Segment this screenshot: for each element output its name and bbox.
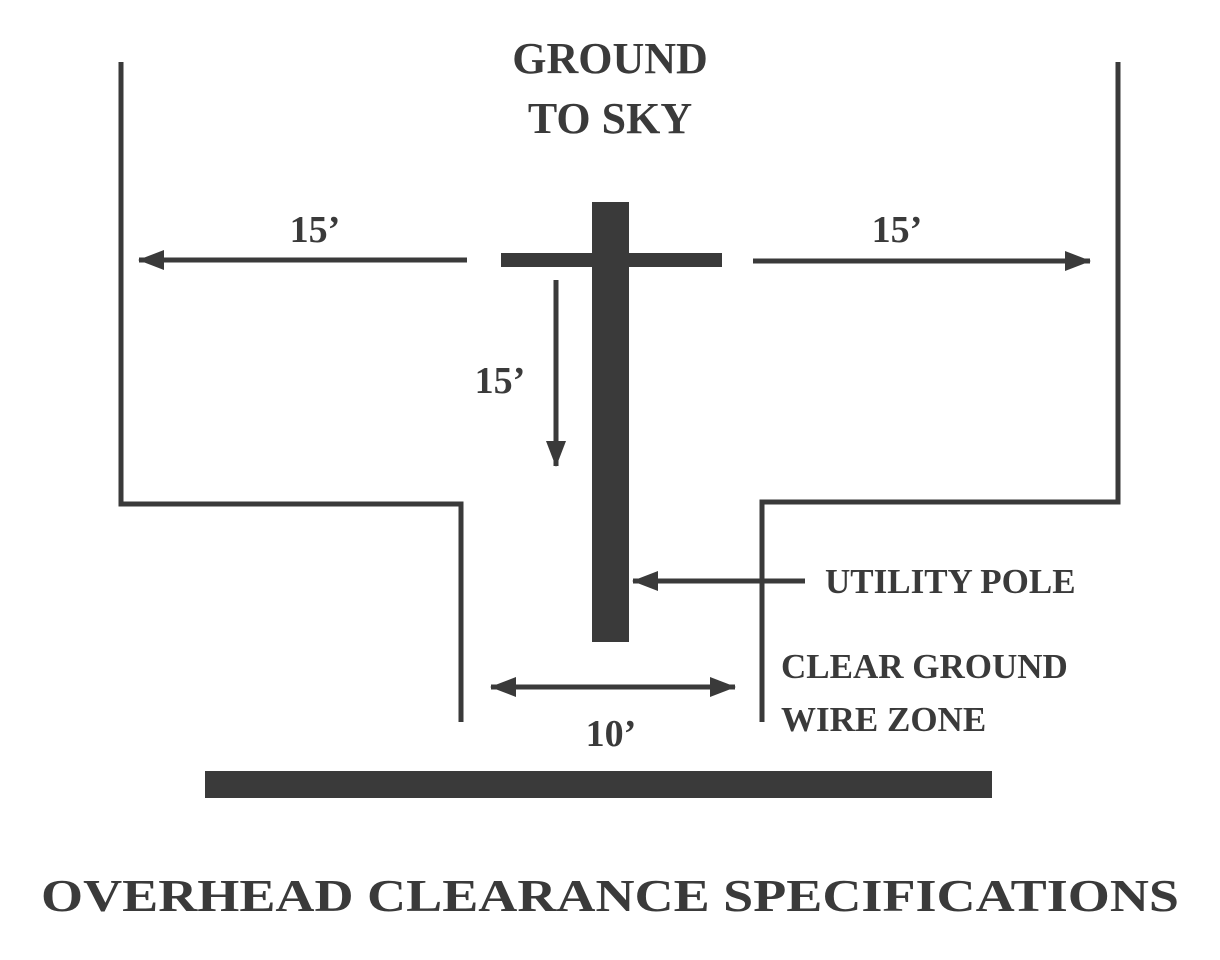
down-distance-label: 15’	[475, 360, 526, 402]
top-label-line2: TO SKY	[528, 94, 692, 143]
width-distance-label: 10’	[586, 713, 637, 755]
diagram-title: OVERHEAD CLEARANCE SPECIFICATIONS	[41, 870, 1179, 921]
clear-zone-label-line1: CLEAR GROUND	[781, 647, 1068, 686]
clearance-zone-outline-right	[759, 62, 1121, 722]
clear-zone-label-line2: WIRE ZONE	[781, 700, 986, 739]
clearance-zone-outline	[118, 62, 464, 722]
utility-pole-label: UTILITY POLE	[825, 562, 1076, 601]
pole-crossarm	[501, 253, 722, 267]
utility-pole	[592, 202, 629, 642]
right-distance-label: 15’	[872, 209, 923, 251]
left-distance-label: 15’	[290, 209, 341, 251]
ground-line	[205, 771, 992, 798]
top-label-line1: GROUND	[512, 34, 708, 83]
